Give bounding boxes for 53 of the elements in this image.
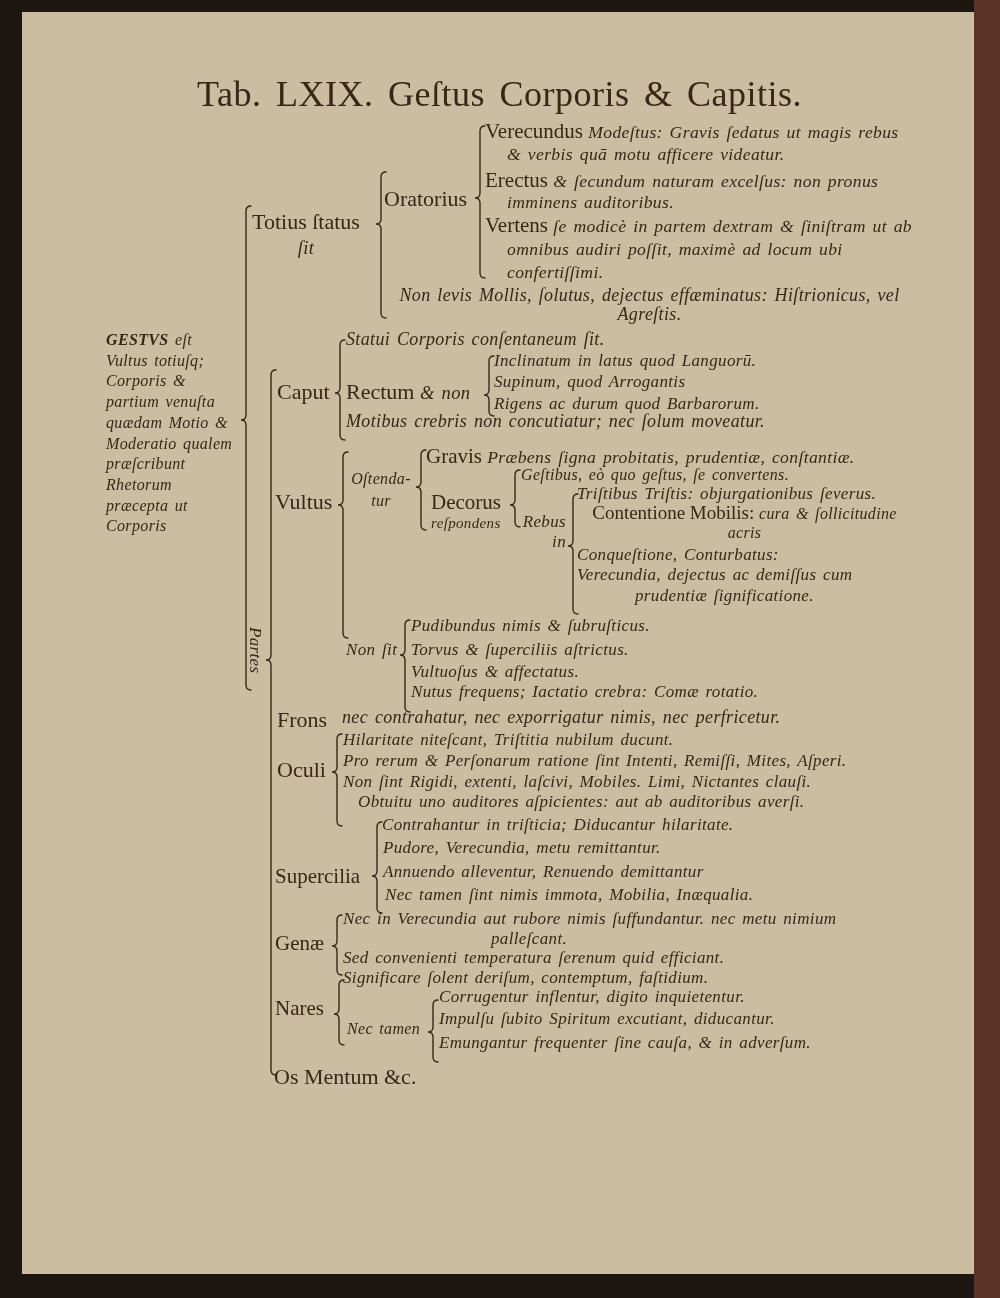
description-text: Sed convenienti temperatura ſerenum quid efficiant. [343, 948, 725, 968]
description-text: Pudore, Verecundia, metu remittantur. [383, 838, 661, 858]
subcategory-label: Nec tamen [347, 1019, 421, 1039]
description-text: Erectus & ſecundum naturam excelſus: non pronus imminens auditoribus. [485, 170, 880, 212]
subcategory-label: Oſtenda- tur [350, 469, 412, 511]
category-label: Frons [277, 707, 328, 732]
description-text: Inclinatum in latus quod Languorū. [494, 351, 757, 371]
description-text: Pro rerum & Perſonarum ratione ſint Intenti, Remiſſi, Mites, Aſperi. [343, 751, 847, 771]
description-text: Obtuitu uno auditores aſpicientes: aut ab auditoribus averſi. [358, 792, 805, 812]
subcategory-label: Rebus in [521, 512, 566, 552]
subcategory-label: reſpondens [431, 514, 501, 532]
description-text: Rigens ac durum quod Barbarorum. [494, 394, 760, 414]
description-text: Nutus frequens; Iactatio crebra: Comæ rotatio. [411, 682, 759, 702]
description-text: Supinum, quod Arrogantis [494, 372, 686, 392]
description-text: Verecundus Modeſtus: Gravis ſedatus ut magis rebus & verbis quā motu afficere videatur. [485, 121, 900, 165]
description-text: Statui Corporis conſentaneum ſit. [346, 329, 605, 350]
category-label: Caput [277, 379, 330, 404]
definition-text: GESTVS eſt Vultus totiuſq; Corporis & partium venuſta quædam Motio & Moderatio qualem præſcribunt Rhetorum præcepta ut Corporis [106, 330, 234, 537]
description-text: Non ſint Rigidi, extenti, laſcivi, Mobiles. Limi, Nictantes clauſi. [343, 772, 812, 792]
description-text: Contentione Mobilis: cura & ſollicitudine acris [592, 504, 898, 542]
subcategory-label: Decorus [431, 491, 501, 513]
description-text: Vertens ſe modicè in partem dextram & ſiniſtram ut ab omnibus audiri poſſit, maximè ad locum ubi confertiſſimi. [485, 214, 913, 283]
description-text: Geſtibus, eò quo geſtus, ſe convertens. [521, 466, 790, 484]
category-label: Genæ [275, 931, 324, 956]
description-text: Nec tamen ſint nimis immota, Mobilia, Inæqualia. [385, 885, 754, 905]
description-text: Hilaritate niteſcant, Triſtitia nubilum ducunt. [343, 730, 674, 750]
description-text: Triſtibus Triſtis: objurgationibus ſeverus. [577, 484, 877, 503]
subcategory-label: Rectum & non [346, 379, 471, 406]
description-text: Verecundia, dejectus ac demiſſus cum prudentiæ ſignificatione. [577, 564, 854, 606]
description-text: Nec in Verecundia aut rubore nimis ſuffundantur. nec metu nimium palleſcant. [343, 909, 838, 949]
description-text: Corrugentur inflentur, digito inquietentur. [439, 987, 745, 1007]
description-text: Torvus & ſuperciliis aſtrictus. [411, 640, 629, 660]
subcategory-label: Gravis Præbens ſigna probitatis, prudentiæ, conſtantiæ. [426, 445, 855, 468]
description-text: Contrahantur in triſticia; Diducantur hilaritate. [382, 815, 734, 835]
description-text: Emungantur frequenter ſine cauſa, & in adverſum. [439, 1033, 811, 1053]
description-text: nec contrahatur, nec exporrigatur nimis, nec perfricetur. [342, 707, 781, 727]
description-text: Pudibundus nimis & ſubruſticus. [411, 616, 650, 636]
category-label: Supercilia [275, 864, 361, 889]
description-text: Significare ſolent deriſum, contemptum, faſtidium. [343, 968, 709, 988]
category-label: Vultus [275, 489, 333, 514]
title: Tab. LXIX. Geſtus Corporis & Capitis. [197, 73, 802, 115]
category-label: Os Mentum &c. [274, 1064, 417, 1089]
category-label: Nares [275, 996, 324, 1021]
description-text: Vultuoſus & affectatus. [411, 662, 580, 682]
description-text: Annuendo alleventur, Renuendo demittantur [383, 862, 704, 882]
description-text: Non levis Mollis, ſolutus, dejectus effæminatus: Hiſtrionicus, vel Agreſtis. [398, 286, 901, 324]
subcategory-label: Non ſit [346, 640, 398, 660]
category-label: Oculi [277, 757, 326, 782]
subcategory-label: Oratorius [384, 186, 468, 211]
description-text: Impulſu ſubito Spiritum excutiant, diducantur. [439, 1009, 775, 1029]
category-label: Partes [247, 627, 264, 674]
category-label: Totius ſtatus ſit [251, 209, 361, 260]
description-text: Conqueſtione, Conturbatus: [577, 545, 779, 564]
